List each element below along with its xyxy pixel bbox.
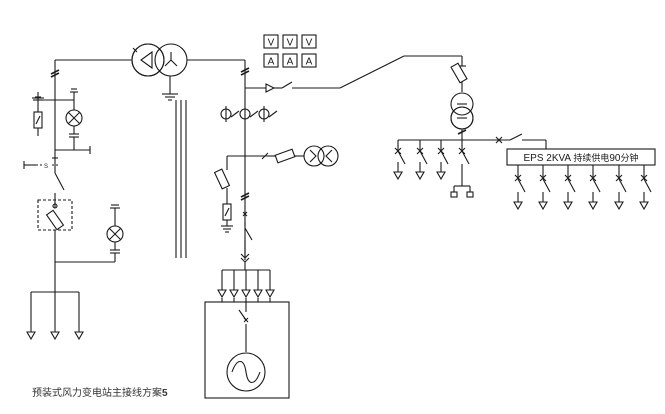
eps-duration-value: 90 bbox=[609, 153, 621, 164]
hv-outgoing-feeders bbox=[26, 262, 84, 340]
ammeter-3-label: A bbox=[306, 57, 313, 68]
ammeter-2 bbox=[282, 53, 298, 68]
voltmeter-3-label: V bbox=[306, 38, 313, 49]
hv-indicator-lamp-bottom bbox=[55, 204, 124, 263]
caption-number: 5 bbox=[162, 388, 168, 399]
eps-duration-unit: 分钟 bbox=[620, 152, 638, 163]
auxiliary-transformer bbox=[450, 62, 474, 140]
transformer-earth bbox=[162, 76, 178, 101]
eps-rating: EPS 2KVA bbox=[523, 153, 571, 164]
hv-load-switch: S bbox=[23, 161, 65, 200]
eps-label-text: EPS 2KVA 持续供电90分钟 bbox=[523, 152, 638, 164]
eps-duration-prefix: 持续供电 bbox=[573, 152, 609, 163]
lv-bus-top bbox=[187, 59, 250, 88]
aux-outgoing-feeders bbox=[393, 140, 474, 198]
auxiliary-feeder bbox=[245, 55, 466, 93]
aux-distribution-bus bbox=[398, 133, 547, 149]
generator-branch-bus bbox=[217, 269, 275, 302]
voltmeter-1-label: V bbox=[268, 38, 275, 49]
hv-indicator-lamp-top bbox=[55, 88, 83, 150]
voltmeter-2 bbox=[282, 34, 298, 49]
isolation-transformer-branch bbox=[226, 145, 339, 167]
earth-symbol-left bbox=[33, 96, 43, 101]
lv-surge-protection bbox=[213, 160, 233, 233]
ammeter-1 bbox=[263, 53, 279, 68]
voltmeter-2-label: V bbox=[287, 38, 294, 49]
hv-busbar-left bbox=[52, 146, 91, 163]
hv-earth-symbol-top bbox=[37, 92, 39, 100]
voltmeter-3 bbox=[301, 34, 317, 49]
hv-feeder-line bbox=[50, 59, 132, 150]
meter-panel: V V V A A A bbox=[263, 34, 317, 68]
hv-fuse-box bbox=[37, 199, 73, 262]
eps-unit: EPS 2KVA 持续供电90分钟 bbox=[506, 148, 656, 166]
hv-earth-resistor-branch bbox=[32, 97, 55, 136]
cable-bundle bbox=[175, 100, 187, 258]
ammeter-1-label: A bbox=[268, 57, 275, 68]
ammeter-3 bbox=[301, 53, 317, 68]
eps-outgoing-feeders bbox=[513, 165, 652, 210]
main-transformer bbox=[131, 43, 188, 77]
lv-main-feeder bbox=[220, 88, 278, 270]
caption-text: 预装式风力变电站主接线方案 bbox=[32, 388, 162, 399]
diagram-caption: 预装式风力变电站主接线方案5 bbox=[32, 384, 168, 399]
voltmeter-1 bbox=[263, 34, 279, 49]
wind-generator-cabinet bbox=[204, 301, 290, 399]
aux-switch-label: S bbox=[44, 164, 48, 170]
ammeter-2-label: A bbox=[287, 57, 294, 68]
